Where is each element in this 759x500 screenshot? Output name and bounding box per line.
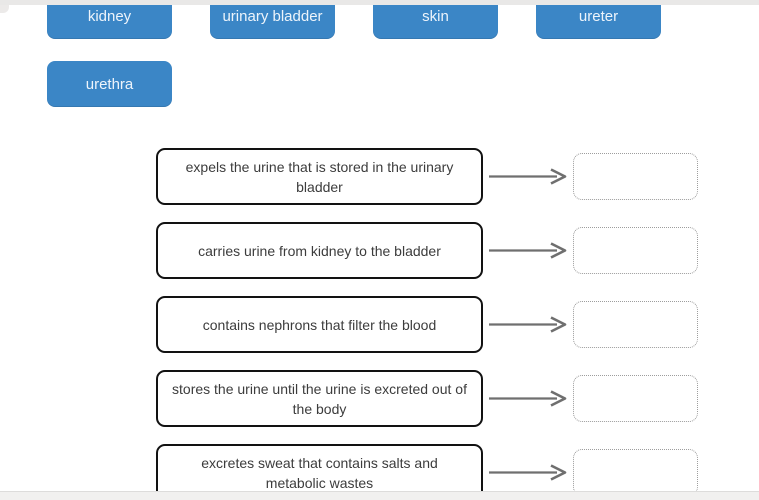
drop-zone[interactable] <box>573 227 698 274</box>
description-box: expels the urine that is stored in the u… <box>156 148 483 205</box>
match-row-2: carries urine from kidney to the bladder <box>0 222 759 279</box>
arrow-right-icon <box>489 390 567 407</box>
top-bar-notch <box>0 0 9 13</box>
description-text: contains nephrons that filter the blood <box>202 316 437 333</box>
match-row-5: excretes sweat that contains salts and m… <box>0 444 759 500</box>
description-box: contains nephrons that filter the blood <box>156 296 483 353</box>
top-bar <box>0 0 759 5</box>
word-chip-ureter[interactable]: ureter <box>536 0 661 39</box>
description-text: expels the urine that is stored in the u… <box>185 158 454 195</box>
word-chip-urinary-bladder[interactable]: urinary bladder <box>210 0 335 39</box>
match-row-1: expels the urine that is stored in the u… <box>0 148 759 205</box>
drop-zone[interactable] <box>573 153 698 200</box>
word-chip-kidney[interactable]: kidney <box>47 0 172 39</box>
description-box: carries urine from kidney to the bladder <box>156 222 483 279</box>
match-row-3: contains nephrons that filter the blood <box>0 296 759 353</box>
drop-zone[interactable] <box>573 449 698 496</box>
word-chip-urethra[interactable]: urethra <box>47 61 172 107</box>
description-box: excretes sweat that contains salts and m… <box>156 444 483 500</box>
arrow-right-icon <box>489 464 567 481</box>
arrow-right-icon <box>489 316 567 333</box>
drop-zone[interactable] <box>573 375 698 422</box>
description-text: carries urine from kidney to the bladder <box>198 242 441 259</box>
arrow-right-icon <box>489 242 567 259</box>
description-box: stores the urine until the urine is excr… <box>156 370 483 427</box>
drop-zone[interactable] <box>573 301 698 348</box>
description-text: excretes sweat that contains salts and m… <box>201 454 438 491</box>
description-text: stores the urine until the urine is excr… <box>172 380 467 417</box>
bottom-bar <box>0 491 759 500</box>
arrow-right-icon <box>489 168 567 185</box>
word-chip-skin[interactable]: skin <box>373 0 498 39</box>
match-row-4: stores the urine until the urine is excr… <box>0 370 759 427</box>
